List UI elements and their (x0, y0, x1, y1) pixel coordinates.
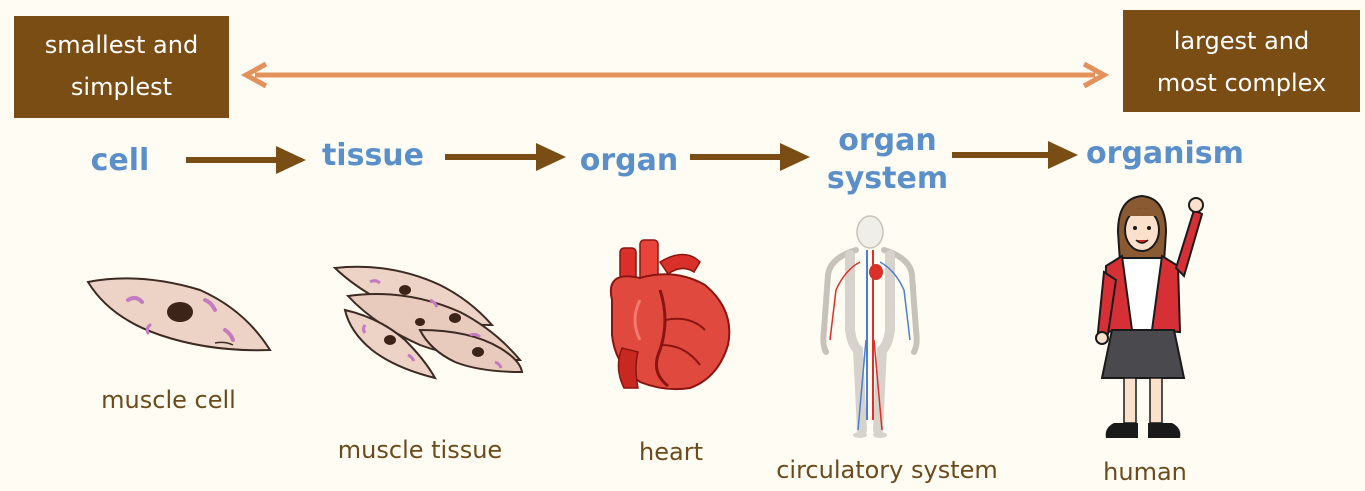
level-tissue-label: tissue (318, 137, 428, 175)
muscle-tissue-icon (335, 267, 522, 378)
human-icon (1096, 196, 1203, 438)
caption-human: human (1090, 458, 1200, 486)
level-organism-label: organism (1080, 135, 1250, 173)
caption-muscle-cell: muscle cell (86, 386, 251, 414)
caption-heart: heart (626, 438, 716, 466)
muscle-cell-icon (88, 278, 270, 350)
step-arrow-1 (186, 146, 306, 174)
level-cell-label: cell (85, 142, 155, 180)
caption-muscle-tissue: muscle tissue (320, 436, 520, 464)
step-arrow-3 (690, 143, 810, 171)
level-organ-label: organ (574, 142, 684, 180)
circulatory-system-icon (823, 216, 916, 438)
scale-arrow (246, 64, 1104, 86)
level-organ-system-label: organ system (820, 122, 955, 198)
heart-icon (611, 240, 729, 389)
step-arrow-4 (952, 141, 1078, 169)
caption-circulatory-system: circulatory system (752, 456, 1022, 484)
step-arrow-2 (445, 143, 566, 171)
